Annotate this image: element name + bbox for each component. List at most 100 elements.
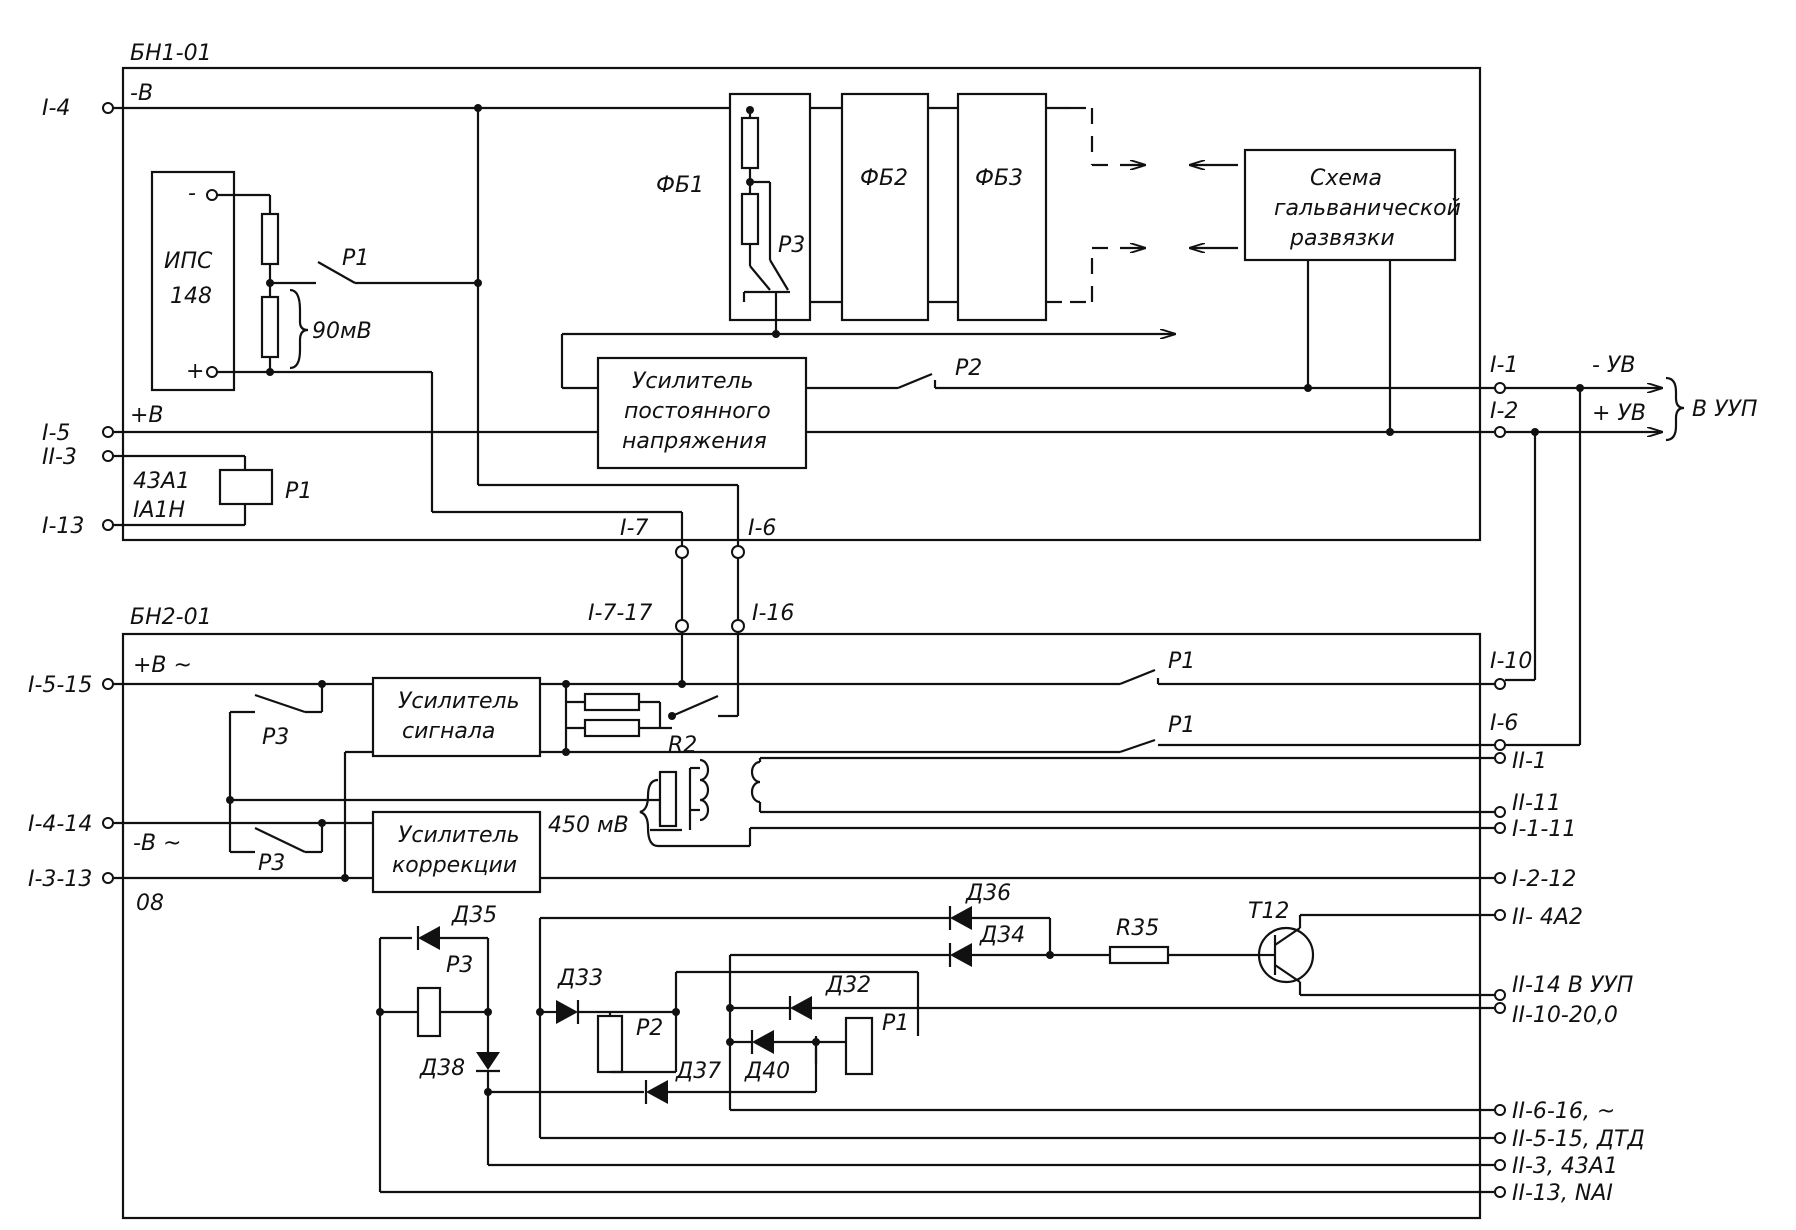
terminal-i4-14[interactable] — [102, 817, 114, 829]
terminal-ii4a2[interactable] — [1494, 909, 1506, 921]
terminal-ii10[interactable] — [1494, 1002, 1506, 1014]
switch-r2 — [671, 694, 719, 718]
terminal-label-i6: I-6 — [748, 516, 776, 541]
terminal-label-i1: I-1 — [1490, 353, 1518, 378]
terminal-i4[interactable] — [102, 102, 114, 114]
relay-contact-p2 — [897, 372, 933, 390]
terminal-ii1[interactable] — [1494, 752, 1506, 764]
terminal-ii13[interactable] — [1494, 1186, 1506, 1198]
contact-label-p3-lower: Р3 — [258, 851, 285, 876]
terminal-label-i16: I-16 — [752, 601, 794, 626]
diode-label-d38: Д38 — [419, 1056, 465, 1081]
terminal-ii3b[interactable] — [1494, 1159, 1506, 1171]
terminal-label-i6b: I-6 — [1490, 711, 1518, 736]
terminal-i1[interactable] — [1494, 382, 1506, 394]
bus-label-plus-b: +В — [130, 403, 164, 428]
relay-coil-p1-lower — [844, 1016, 874, 1076]
ips-source-block — [150, 170, 236, 392]
terminal-i10[interactable] — [1494, 678, 1506, 690]
terminal-label-i7: I-7 — [620, 516, 648, 541]
terminal-label-ii10: II-10-20,0 — [1512, 1003, 1618, 1028]
terminal-i5-15[interactable] — [102, 678, 114, 690]
terminal-label-i3-13: I-3-13 — [28, 867, 92, 892]
terminal-i2-12[interactable] — [1494, 872, 1506, 884]
relay-coil-p1 — [218, 468, 274, 506]
relay-label-p1-lower: Р1 — [882, 1011, 909, 1036]
fb1-label: ФБ1 — [656, 173, 704, 198]
diode-d33 — [556, 1000, 578, 1024]
terminal-label-i4: I-4 — [42, 96, 70, 121]
block-bn2-label: БН2-01 — [130, 605, 212, 630]
isolation-label-line1: Схема — [1310, 166, 1382, 191]
sig-amp-label-line2: сигнала — [402, 719, 495, 744]
relay-coil-p2 — [596, 1014, 624, 1074]
terminal-label-ii3: II-3 — [42, 445, 77, 470]
terminal-i3-13[interactable] — [102, 872, 114, 884]
dc-amp-label-line1: Усилитель — [632, 369, 754, 394]
ips-label-line2: 148 — [170, 284, 212, 309]
switch-label-r2: R2 — [668, 733, 697, 758]
sig-amp-label-line1: Усилитель — [398, 689, 520, 714]
terminal-label-ii6: II-6-16, ~ — [1512, 1099, 1615, 1124]
terminal-label-i13: I-13 — [42, 514, 84, 539]
filter-block-fb1 — [728, 92, 812, 322]
transformer-secondary — [750, 760, 761, 804]
terminal-i13[interactable] — [102, 519, 114, 531]
terminal-ii11[interactable] — [1494, 806, 1506, 818]
resistor — [583, 692, 641, 712]
filter-block-fb2 — [840, 92, 930, 322]
terminal-label-i7-17: I-7-17 — [588, 601, 652, 626]
label-450mv: 450 мВ — [548, 813, 629, 838]
dc-amp-label-line2: постоянного — [624, 399, 771, 424]
corr-amp-label-line1: Усилитель — [398, 823, 520, 848]
bus-label-minus-b: -В — [130, 81, 153, 106]
contact-label-p3-fb1: Р3 — [778, 233, 805, 258]
relay-contact-p1-out — [1119, 668, 1156, 686]
terminal-label-i1-11: I-1-11 — [1512, 817, 1576, 842]
terminal-i5[interactable] — [102, 426, 114, 438]
label-90mv: 90мВ — [312, 319, 372, 344]
block-bn2-frame — [121, 632, 1482, 1220]
potentiometer — [658, 770, 678, 828]
signal-amplifier-block — [371, 676, 542, 758]
terminal-label-ii11: II-11 — [1512, 791, 1561, 816]
corr-amp-label-line2: коррекции — [392, 853, 517, 878]
label-08: 08 — [136, 891, 164, 916]
contact-label-p1-upper: Р1 — [1168, 649, 1195, 674]
terminal-ii6[interactable] — [1494, 1104, 1506, 1116]
resistor — [740, 192, 760, 246]
relay-code-line1: 43А1 — [133, 469, 190, 494]
dc-amplifier-block — [596, 356, 808, 470]
terminal-label-ii4a2: II- 4А2 — [1512, 905, 1583, 930]
terminal-ii5[interactable] — [1494, 1132, 1506, 1144]
terminal-label-ii14: II-14 В УУП — [1512, 973, 1633, 998]
diode-label-d35: Д35 — [451, 903, 497, 928]
diode-label-d32: Д32 — [825, 973, 871, 998]
terminal-i6b[interactable] — [1494, 739, 1506, 751]
terminal-ii3[interactable] — [102, 450, 114, 462]
isolation-label-line3: развязки — [1289, 226, 1395, 251]
terminal-label-i10: I-10 — [1490, 649, 1532, 674]
block-bn1-frame — [121, 66, 1482, 542]
diode-d36 — [950, 906, 972, 930]
relay-coil-p3 — [416, 986, 442, 1038]
terminal-label-ii5: II-5-15, ДТД — [1512, 1127, 1645, 1152]
terminal-label-ii3b: II-3, 43А1 — [1512, 1154, 1618, 1179]
terminal-ii14[interactable] — [1494, 989, 1506, 1001]
terminal-label-i5-15: I-5-15 — [28, 673, 92, 698]
terminal-i2[interactable] — [1494, 426, 1506, 438]
terminal-i1-11[interactable] — [1494, 822, 1506, 834]
contact-label-p1: Р1 — [342, 246, 369, 271]
resistor — [583, 718, 641, 738]
transistor-t12 — [1257, 926, 1315, 984]
terminal-label-i2-12: I-2-12 — [1512, 867, 1576, 892]
resistor — [740, 116, 760, 170]
diode-label-d40: Д40 — [744, 1059, 790, 1084]
relay-contact-p1 — [317, 261, 356, 284]
bus-label-minus-b-ac: -В ~ — [133, 831, 181, 856]
ips-plus-label: + — [186, 359, 204, 384]
resistor — [260, 295, 280, 359]
ips-minus-label: - — [188, 181, 196, 206]
bus-label-plus-b-ac: +В ~ — [133, 653, 192, 678]
label-minus-uv: - УВ — [1592, 353, 1635, 378]
